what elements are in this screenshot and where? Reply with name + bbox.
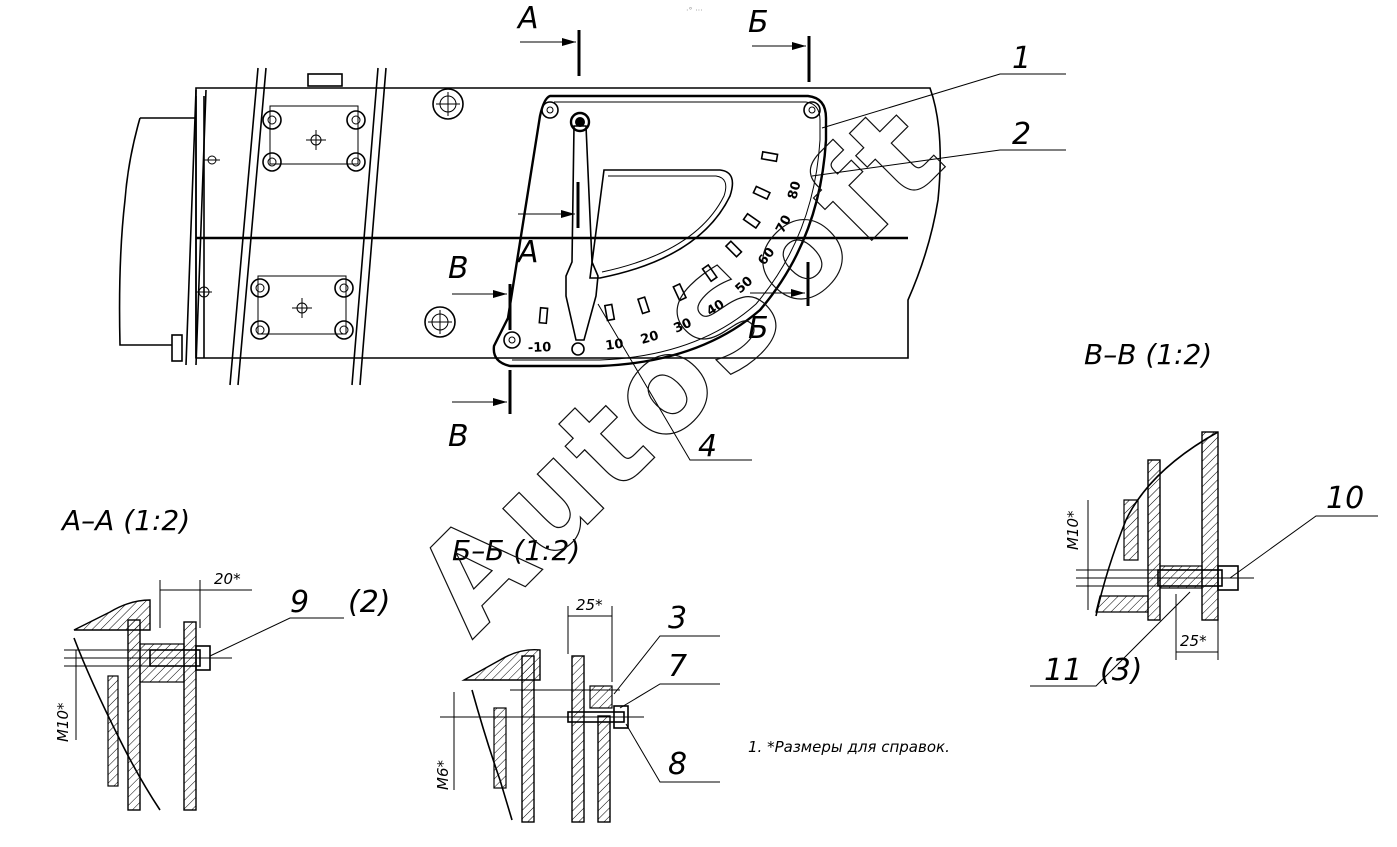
callout-11-qty: (3) xyxy=(1100,653,1143,688)
callout-1: 1 xyxy=(1012,41,1031,76)
section-bb-title: Б–Б (1:2) xyxy=(452,534,580,567)
section-letter-v: В xyxy=(448,419,469,454)
section-aa: А–А (1:2) 20* М10* 9 (2) xyxy=(54,504,391,811)
callout-3: 3 xyxy=(668,601,687,636)
section-letter-b: Б xyxy=(748,311,769,346)
section-letter-b: Б xyxy=(748,5,769,40)
scale-label: -10 xyxy=(528,340,552,356)
header-mark: ·° ··· xyxy=(686,6,703,15)
aa-dim-width: 20* xyxy=(214,570,241,588)
section-vv: В–В (1:2) 25* М10* 10 11 (3) xyxy=(1030,338,1378,688)
bolt-heads xyxy=(198,88,464,340)
section-letter-a: А xyxy=(516,1,539,36)
pointer xyxy=(565,125,599,341)
callout-4: 4 xyxy=(698,429,717,464)
section-cut-lines xyxy=(452,30,811,414)
vv-dim-width: 25* xyxy=(1180,632,1207,650)
reference-note: 1. *Размеры для справок. xyxy=(748,738,950,756)
section-letter-v: В xyxy=(448,251,469,286)
callout-8: 8 xyxy=(668,747,687,782)
section-vv-title: В–В (1:2) xyxy=(1084,338,1212,371)
callout-7: 7 xyxy=(668,649,687,684)
scale-ticks xyxy=(538,150,779,325)
bb-dim-width: 25* xyxy=(576,596,603,614)
scale-label: 20 xyxy=(639,328,661,347)
section-letter-a: А xyxy=(516,235,539,270)
scale-label: 30 xyxy=(672,316,695,337)
section-aa-title: А–А (1:2) xyxy=(60,504,190,537)
watermark-logo: AutoSoft xyxy=(386,75,973,662)
aa-dim-thread: М10* xyxy=(54,702,72,742)
callout-10: 10 xyxy=(1326,481,1364,516)
callout-2: 2 xyxy=(1012,117,1031,152)
bb-dim-thread: М6* xyxy=(434,760,452,790)
callout-9-qty: (2) xyxy=(348,585,391,620)
vv-dim-thread: М10* xyxy=(1064,510,1082,550)
indicator-plate xyxy=(492,94,828,368)
callout-9: 9 xyxy=(290,585,309,620)
callout-11: 11 xyxy=(1044,653,1082,688)
section-bb: Б–Б (1:2) 25* М6* 3 7 8 xyxy=(434,534,720,823)
scale-label: 80 xyxy=(785,180,804,201)
